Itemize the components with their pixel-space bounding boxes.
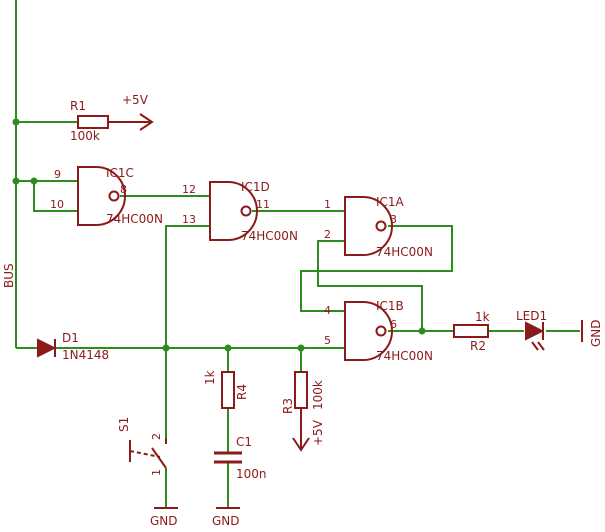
switch-icon (151, 447, 167, 469)
junction-dot (30, 177, 38, 185)
junctions (12, 118, 426, 352)
led-led1: LED1 (516, 309, 547, 351)
gate-part: 74HC00N (241, 229, 298, 243)
gate-ic1c: IC1C 74HC00N 9 10 8 (50, 166, 163, 226)
gate-part: 74HC00N (376, 349, 433, 363)
inverter-bubble-icon (240, 205, 252, 217)
s1-pin1: 1 (150, 469, 163, 476)
pin-number: 11 (256, 198, 270, 211)
ground-symbol-right: GND (581, 319, 603, 347)
d1-name: D1 (62, 331, 79, 345)
ground-symbol-s1: GND (150, 507, 178, 528)
pin-number: 6 (390, 318, 397, 331)
ic1c-tie-wire (33, 181, 78, 212)
r1-name: R1 (70, 99, 86, 113)
ic1d-pin13-wire (165, 225, 210, 348)
capacitor-c1: C1 100n (214, 435, 267, 481)
arrow-icon (292, 437, 310, 452)
pin-number: 4 (324, 304, 331, 317)
resistor-r2: 1k R2 (453, 310, 490, 353)
ic1a-out-feedback-wire (300, 225, 453, 312)
s1-pin2: 2 (150, 433, 163, 440)
gnd-label: GND (150, 514, 178, 528)
junction-dot (162, 344, 170, 352)
ground-symbol-c1: GND (212, 507, 240, 528)
r3-value: 100k (311, 380, 325, 410)
r4-value: 1k (203, 370, 217, 385)
light-arrow-icon (531, 341, 539, 351)
r4-name: R4 (235, 384, 249, 400)
pin-number: 1 (324, 198, 331, 211)
gate-ic1b: IC1B 74HC00N 4 5 6 (324, 299, 433, 363)
resistor-r3: R3 100k +5V (281, 371, 325, 452)
gate-name: IC1D (241, 180, 270, 194)
gate-name: IC1C (106, 166, 134, 180)
led-icon (525, 321, 545, 341)
pin-number: 3 (390, 213, 397, 226)
s1-name: S1 (117, 417, 131, 432)
resistor-r4: 1k R4 (203, 370, 249, 409)
pin-number: 8 (120, 183, 127, 196)
gate-part: 74HC00N (376, 245, 433, 259)
pin-number: 5 (324, 334, 331, 347)
inverter-bubble-icon (375, 325, 387, 337)
inverter-bubble-icon (108, 190, 120, 202)
pin-number: 9 (54, 168, 61, 181)
pin-number: 10 (50, 198, 64, 211)
ic1b-out-feedback-wire (317, 240, 423, 331)
gnd-label: GND (589, 319, 603, 347)
junction-dot (224, 344, 232, 352)
r3-name: R3 (281, 398, 295, 414)
pin-number: 2 (324, 228, 331, 241)
switch-s1: S1 2 1 (117, 417, 167, 476)
led1-name: LED1 (516, 309, 547, 323)
r2-value: 1k (475, 310, 490, 324)
light-arrow-icon (537, 341, 545, 351)
c1-name: C1 (236, 435, 252, 449)
bus-label: BUS (2, 263, 16, 288)
r1-net: +5V (122, 93, 149, 107)
wires (15, 0, 580, 507)
gate-name: IC1B (376, 299, 404, 313)
r1-value: 100k (70, 129, 100, 143)
r2-name: R2 (470, 339, 486, 353)
gate-part: 74HC00N (106, 212, 163, 226)
resistor-r1: R1 100k +5V (70, 93, 154, 143)
gnd-label: GND (212, 514, 240, 528)
gate-name: IC1A (376, 195, 405, 209)
arrow-icon (139, 113, 154, 131)
r3-net: +5V (311, 419, 325, 446)
inverter-bubble-icon (375, 220, 387, 232)
junction-dot (12, 177, 20, 185)
gate-ic1d: IC1D 74HC00N 12 13 11 (182, 180, 298, 243)
junction-dot (12, 118, 20, 126)
pin-number: 13 (182, 213, 196, 226)
gate-ic1a: IC1A 74HC00N 1 2 3 (324, 195, 433, 259)
diode-d1: D1 1N4148 (37, 331, 109, 362)
c1-value: 100n (236, 467, 267, 481)
pin-number: 12 (182, 183, 196, 196)
d1-value: 1N4148 (62, 348, 109, 362)
junction-dot (418, 327, 426, 335)
junction-dot (297, 344, 305, 352)
diode-icon (37, 338, 57, 358)
